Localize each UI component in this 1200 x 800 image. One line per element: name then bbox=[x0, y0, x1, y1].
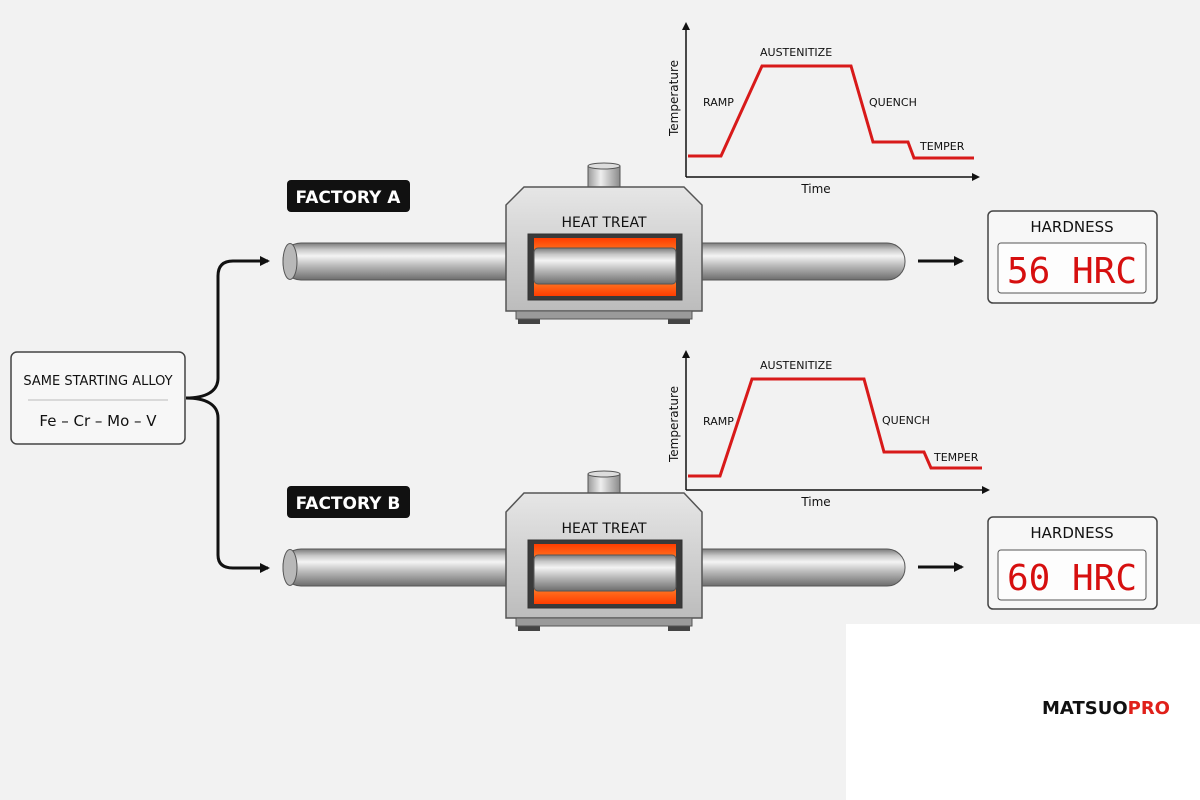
branch-arrows bbox=[185, 256, 270, 573]
profile-xlabel: Time bbox=[800, 495, 830, 509]
temperature-profile-chart: Temperature Time RAMP AUSTENITIZE QUENCH… bbox=[667, 22, 980, 196]
hardness-label: HARDNESS bbox=[1030, 218, 1113, 236]
factory-label-badge bbox=[287, 180, 410, 212]
brand-part1: MATSUO bbox=[1042, 698, 1128, 719]
brand-part2: PRO bbox=[1128, 698, 1170, 719]
heat-treat-furnace: HEAT TREAT bbox=[505, 162, 703, 324]
furnace-label: HEAT TREAT bbox=[561, 215, 646, 231]
stage-temper: TEMPER bbox=[933, 451, 979, 464]
hardness-value: 56 HRC bbox=[1007, 251, 1137, 292]
profile-ylabel: Temperature bbox=[667, 386, 681, 463]
factory-label-badge bbox=[287, 486, 410, 518]
temperature-profile-line bbox=[688, 64, 974, 160]
hardness-display: HARDNESS 60 HRC bbox=[987, 516, 1158, 610]
stage-ramp: RAMP bbox=[703, 96, 734, 109]
temperature-profile-chart: Temperature Time RAMP AUSTENITIZE QUENCH… bbox=[667, 350, 990, 509]
factory-label: FACTORY A bbox=[296, 188, 402, 208]
heat-treat-furnace: HEAT TREAT bbox=[505, 470, 703, 631]
branch-arrow-b bbox=[216, 418, 270, 573]
stage-temper: TEMPER bbox=[919, 140, 965, 153]
hardness-value: 60 HRC bbox=[1007, 558, 1137, 599]
hardness-display: HARDNESS 56 HRC bbox=[987, 210, 1158, 304]
profile-xlabel: Time bbox=[800, 182, 830, 196]
source-composition: Fe – Cr – Mo – V bbox=[39, 412, 157, 430]
furnace-label: HEAT TREAT bbox=[561, 521, 646, 537]
stage-quench: QUENCH bbox=[882, 414, 930, 427]
branch-connector-lower bbox=[185, 396, 220, 419]
brand-watermark: MATSUOPRO bbox=[846, 624, 1200, 800]
stage-austenitize: AUSTENITIZE bbox=[760, 359, 832, 372]
stage-austenitize: AUSTENITIZE bbox=[760, 46, 832, 59]
source-alloy-box: SAME STARTING ALLOY Fe – Cr – Mo – V bbox=[10, 351, 186, 445]
branch-connector bbox=[185, 377, 220, 400]
hardness-label: HARDNESS bbox=[1030, 524, 1113, 542]
branch-arrow-a bbox=[216, 256, 270, 378]
brand-logo: MATSUOPRO bbox=[1042, 698, 1170, 719]
stage-quench: QUENCH bbox=[869, 96, 917, 109]
factory-b: FACTORY B HEAT TREAT HARDNESS 60 HRC Tem bbox=[282, 350, 1158, 631]
stage-ramp: RAMP bbox=[703, 415, 734, 428]
temperature-profile-line bbox=[688, 377, 982, 478]
source-title: SAME STARTING ALLOY bbox=[23, 374, 172, 389]
factory-label: FACTORY B bbox=[296, 494, 401, 514]
profile-ylabel: Temperature bbox=[667, 60, 681, 137]
factory-a: FACTORY A HEAT TREAT HARDNESS 56 HRC bbox=[282, 22, 1158, 324]
